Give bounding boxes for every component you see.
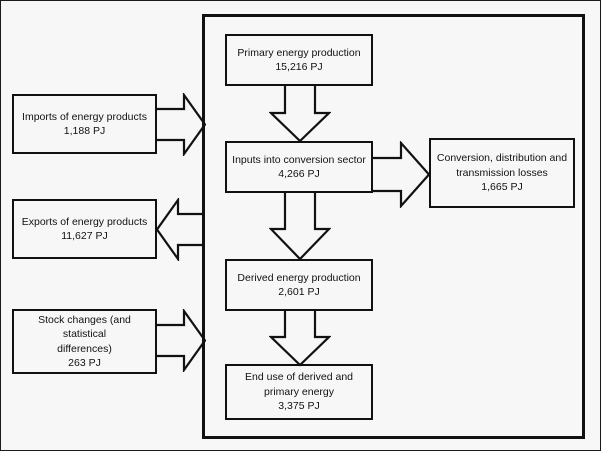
node-label: Primary energy production: [237, 46, 361, 59]
node-label-line-1: End use of derived and: [245, 371, 353, 384]
node-label: Derived energy production: [237, 271, 361, 284]
arrow-conversion-to-derived: [269, 191, 331, 261]
arrow-imports-into-system: [156, 93, 206, 156]
node-value: 4,266 PJ: [278, 168, 320, 180]
node-value: 1,665 PJ: [481, 181, 523, 194]
node-label: Imports of energy products: [22, 110, 147, 123]
node-label-line-2: transmission losses: [456, 166, 548, 179]
system-boundary-box: [202, 14, 585, 439]
node-label-line-1: Conversion, distribution and: [436, 152, 568, 165]
node-label-line-2: primary energy: [263, 385, 335, 398]
node-label-line-1: Stock changes (and statistical: [38, 313, 131, 341]
node-label: Exports of energy products: [21, 215, 148, 228]
arrow-stock-changes-into-system: [156, 309, 206, 372]
arrow-exports-out-of-system: [156, 198, 206, 261]
arrow-conversion-to-losses: [371, 141, 431, 208]
node-label-line-2: differences): [57, 342, 112, 355]
node-value: 3,375 PJ: [278, 400, 320, 413]
node-end-use-of-derived-and-primary-energy: End use of derived and primary energy 3,…: [225, 364, 373, 420]
node-label: Inputs into conversion sector: [232, 153, 366, 166]
node-conversion-distribution-transmission-losses: Conversion, distribution and transmissio…: [429, 138, 575, 208]
arrow-derived-to-end-use: [269, 309, 331, 367]
node-exports-of-energy-products: Exports of energy products 11,627 PJ: [12, 199, 157, 259]
node-value: 1,188 PJ: [63, 125, 106, 137]
node-value: 2,601 PJ: [278, 286, 320, 298]
node-value: 263 PJ: [68, 356, 101, 369]
node-stock-changes: Stock changes (and statistical differenc…: [12, 309, 157, 374]
node-value: 15,216 PJ: [275, 61, 323, 73]
node-inputs-into-conversion-sector: Inputs into conversion sector 4,266 PJ: [225, 141, 373, 193]
node-derived-energy-production: Derived energy production 2,601 PJ: [225, 259, 373, 311]
node-primary-energy-production: Primary energy production 15,216 PJ: [225, 34, 373, 86]
node-value: 11,627 PJ: [61, 230, 108, 242]
arrow-primary-to-conversion: [269, 85, 331, 143]
node-imports-of-energy-products: Imports of energy products 1,188 PJ: [12, 94, 157, 154]
